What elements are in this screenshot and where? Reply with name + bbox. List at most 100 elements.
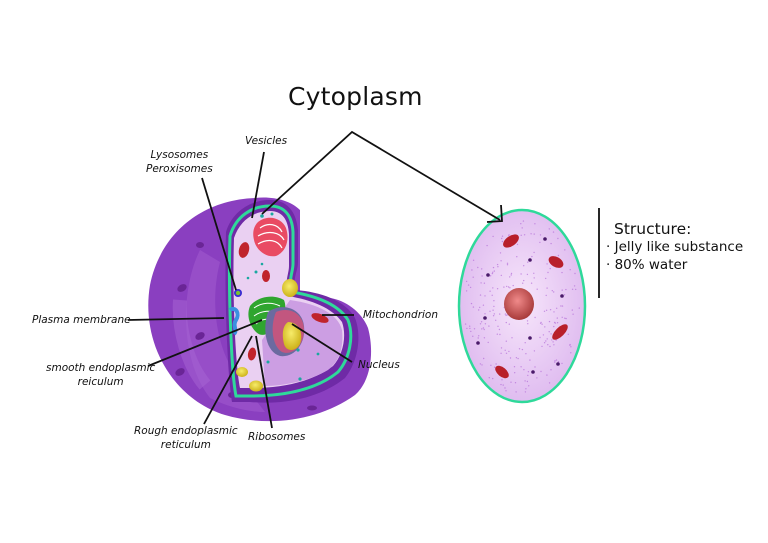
granule xyxy=(525,388,527,390)
granule xyxy=(549,309,552,311)
granule xyxy=(496,263,499,266)
granule xyxy=(533,251,535,254)
granule xyxy=(510,381,512,383)
granule xyxy=(551,339,553,341)
granule xyxy=(471,269,473,271)
granule xyxy=(484,323,487,325)
granule xyxy=(505,321,507,324)
granule xyxy=(545,294,547,297)
granule xyxy=(578,307,580,309)
granule xyxy=(497,325,499,327)
granule xyxy=(500,383,502,386)
granule xyxy=(569,269,571,271)
label-vesicles: Vesicles xyxy=(245,135,288,147)
label-mitochondrion: Mitochondrion xyxy=(363,309,439,321)
granule xyxy=(481,268,483,270)
granule xyxy=(483,357,485,360)
granule xyxy=(553,325,555,328)
granule xyxy=(563,294,566,296)
granule xyxy=(533,350,536,352)
nucleus xyxy=(265,307,305,357)
structure-item: · 80% water xyxy=(606,257,688,273)
granule xyxy=(483,282,486,284)
granule xyxy=(550,369,552,371)
granule xyxy=(493,300,495,302)
granule xyxy=(541,323,543,325)
granule xyxy=(500,274,502,277)
label-lysosomes: Lysosomes xyxy=(150,149,209,161)
label-smooth-er: smooth endoplasmic reiculum xyxy=(46,361,155,389)
granule xyxy=(544,326,546,328)
granule xyxy=(529,359,531,361)
granule xyxy=(466,327,468,330)
granule xyxy=(489,275,492,277)
granule xyxy=(508,323,510,325)
granule xyxy=(567,333,569,335)
granule xyxy=(525,353,527,355)
granule xyxy=(490,364,492,366)
granule xyxy=(493,366,496,368)
label-smooth-er-line2: reiculum xyxy=(77,376,124,388)
granule xyxy=(547,271,549,274)
label-nucleus: Nucleus xyxy=(358,359,400,371)
granule xyxy=(561,362,563,365)
granule xyxy=(557,361,560,363)
granule xyxy=(470,302,473,305)
granule xyxy=(553,311,555,313)
granule xyxy=(492,287,494,289)
granule xyxy=(541,345,543,348)
label-smooth-er-line1: smooth endoplasmic xyxy=(46,362,156,374)
label-ribosomes: Ribosomes xyxy=(248,431,306,443)
granule xyxy=(548,228,550,230)
granule xyxy=(491,294,493,296)
granule xyxy=(489,310,491,312)
granule xyxy=(509,276,511,278)
granule xyxy=(554,361,556,363)
granule xyxy=(497,266,499,268)
granule xyxy=(539,241,541,244)
granule xyxy=(495,319,497,321)
granule xyxy=(573,285,576,287)
granule xyxy=(503,286,505,288)
granule xyxy=(569,343,571,346)
granule xyxy=(524,391,527,393)
granule xyxy=(561,316,563,318)
granule xyxy=(570,346,572,348)
granule xyxy=(531,255,533,258)
lysosomes-line xyxy=(201,177,237,291)
granule xyxy=(527,371,530,373)
granule xyxy=(548,320,551,323)
granule xyxy=(502,384,504,386)
granule xyxy=(553,344,555,346)
granule xyxy=(530,282,533,284)
granule xyxy=(480,321,483,323)
cytoplasm-arrow-line xyxy=(261,130,501,221)
granule xyxy=(548,382,551,384)
granule xyxy=(550,333,552,335)
granule xyxy=(524,380,526,382)
granule xyxy=(520,366,522,368)
granule xyxy=(499,333,501,336)
mitochondrion-right xyxy=(311,313,329,323)
granule xyxy=(546,287,548,289)
granule xyxy=(545,340,547,342)
granule xyxy=(496,333,498,335)
granule xyxy=(520,273,522,275)
granule xyxy=(552,341,554,343)
ribosomes-line xyxy=(255,335,273,429)
granule xyxy=(515,357,518,359)
granule xyxy=(533,277,535,279)
granule xyxy=(546,374,548,376)
granule xyxy=(482,304,485,306)
granule xyxy=(470,330,472,333)
granule xyxy=(513,366,516,368)
granule xyxy=(539,336,541,339)
granule xyxy=(536,288,538,290)
granule xyxy=(508,234,510,236)
granule xyxy=(505,352,508,354)
granule xyxy=(487,341,489,344)
label-peroxisomes: Peroxisomes xyxy=(146,163,213,175)
granule xyxy=(498,328,501,331)
granule xyxy=(565,317,567,320)
granule xyxy=(479,323,482,325)
